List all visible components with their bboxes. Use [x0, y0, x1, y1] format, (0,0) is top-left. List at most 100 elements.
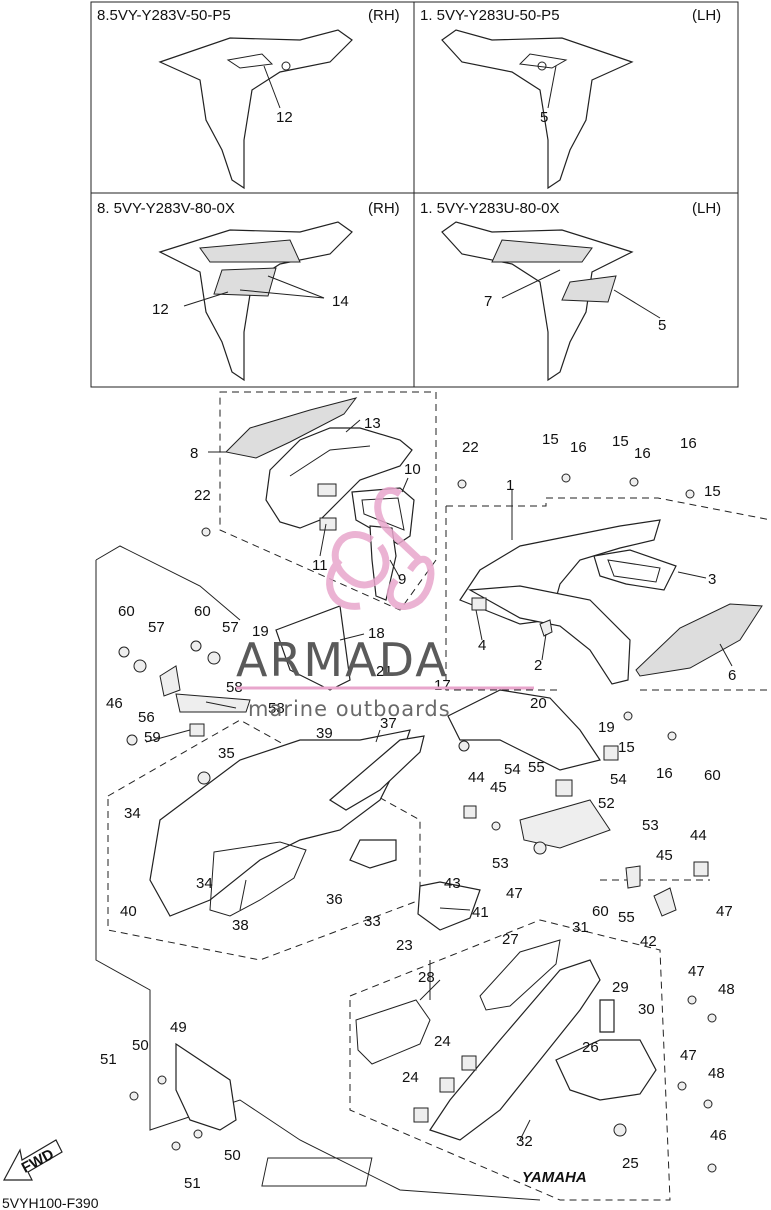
panel-3-side: (RH): [368, 200, 400, 217]
callout: 30: [638, 1001, 655, 1018]
callout: 24: [402, 1069, 419, 1086]
callout: 15: [618, 739, 635, 756]
callout: 44: [468, 769, 485, 786]
panel-4-model: 1. 5VY-Y283U-80-0X: [420, 200, 560, 217]
watermark: ARMADA marine outboards: [236, 486, 534, 721]
callout-14: 14: [332, 293, 349, 310]
callout: 23: [396, 937, 413, 954]
callout: 50: [132, 1037, 149, 1054]
callout: 56: [138, 709, 155, 726]
callout: 45: [656, 847, 673, 864]
inner-panels: [275, 605, 601, 931]
callout: 11: [312, 557, 328, 574]
callout: 55: [618, 909, 635, 926]
callout: 60: [194, 603, 211, 620]
callout: 40: [120, 903, 137, 920]
panel-1-model: 8.5VY-Y283V-50-P5: [97, 7, 231, 24]
callout: 8: [190, 445, 198, 462]
leader-lines: [145, 419, 733, 1141]
callout: 54: [610, 771, 627, 788]
diagram-code: 5VYH100-F390: [2, 1195, 99, 1210]
callout: 57: [148, 619, 165, 636]
callout: 51: [100, 1051, 117, 1068]
callout-12-a: 12: [276, 109, 293, 126]
callout: 10: [404, 461, 421, 478]
callout: 55: [528, 759, 545, 776]
callout: 6: [728, 667, 736, 684]
callout: 39: [316, 725, 333, 742]
callout: 31: [572, 919, 589, 936]
callout: 9: [398, 571, 406, 588]
panel-2-model: 1. 5VY-Y283U-50-P5: [420, 7, 560, 24]
panel-4-side: (LH): [692, 200, 721, 217]
callout: 48: [718, 981, 735, 998]
callout: 17: [434, 677, 451, 694]
callout: 36: [326, 891, 343, 908]
callout: 50: [224, 1147, 241, 1164]
callout: 22: [194, 487, 211, 504]
lh-fairing-sketch: [441, 29, 634, 190]
callout: 52: [598, 795, 615, 812]
callout: 16: [656, 765, 673, 782]
callout-5-a: 5: [540, 109, 548, 126]
lower-cowl-rh: [149, 729, 425, 917]
callout: 29: [612, 979, 629, 996]
callout: 51: [184, 1175, 201, 1192]
callout-5-b: 5: [658, 317, 666, 334]
callout: 27: [502, 931, 519, 948]
panel-1-side: (RH): [368, 7, 400, 24]
callout: 53: [492, 855, 509, 872]
callout: 47: [506, 885, 523, 902]
callout: 13: [364, 415, 381, 432]
yamaha-label: YAMAHA: [522, 1169, 587, 1186]
callout: 58: [268, 700, 285, 717]
watermark-brand: ARMADA: [236, 633, 449, 687]
callout: 37: [380, 715, 397, 732]
panel-3-model: 8. 5VY-Y283V-80-0X: [97, 200, 235, 217]
callout: 16: [680, 435, 697, 452]
callout: 47: [688, 963, 705, 980]
callout-7: 7: [484, 293, 492, 310]
callout: 49: [170, 1019, 187, 1036]
callout: 24: [434, 1033, 451, 1050]
callout: 22: [462, 439, 479, 456]
callout: 53: [642, 817, 659, 834]
callout: 44: [690, 827, 707, 844]
callout: 60: [118, 603, 135, 620]
callout: 15: [704, 483, 721, 500]
callout: 26: [582, 1039, 599, 1056]
yamaha-plate: YAMAHA: [261, 1157, 587, 1187]
callout: 20: [530, 695, 547, 712]
fwd-arrow: FWD: [3, 1139, 63, 1181]
callout: 48: [708, 1065, 725, 1082]
group-outlines: [95, 391, 771, 1201]
callout: 43: [444, 875, 461, 892]
lh-fairing-graphic-sketch: [441, 221, 634, 382]
callout: 60: [704, 767, 721, 784]
callout: 2: [534, 657, 542, 674]
callout: 25: [622, 1155, 639, 1172]
callout: 35: [218, 745, 235, 762]
callout: 34: [196, 875, 213, 892]
callout: 59: [144, 729, 161, 746]
callout: 34: [124, 805, 141, 822]
watermark-tagline: marine outboards: [248, 697, 451, 721]
callout: 54: [504, 761, 521, 778]
callout: 21: [376, 663, 393, 680]
variant-panels: 8.5VY-Y283V-50-P5 (RH) 1. 5VY-Y283U-50-P…: [90, 1, 739, 388]
callout: 28: [418, 969, 435, 986]
callout: 1: [506, 477, 514, 494]
callout: 47: [680, 1047, 697, 1064]
callout: 33: [364, 913, 381, 930]
callout: 42: [640, 933, 657, 950]
callout: 41: [472, 904, 489, 921]
callout: 45: [490, 779, 507, 796]
callout: 38: [232, 917, 249, 934]
callout: 46: [710, 1127, 727, 1144]
callout: 15: [612, 433, 629, 450]
callout: 57: [222, 619, 239, 636]
callout: 32: [516, 1133, 533, 1150]
callout: 16: [634, 445, 651, 462]
callout: 19: [598, 719, 615, 736]
